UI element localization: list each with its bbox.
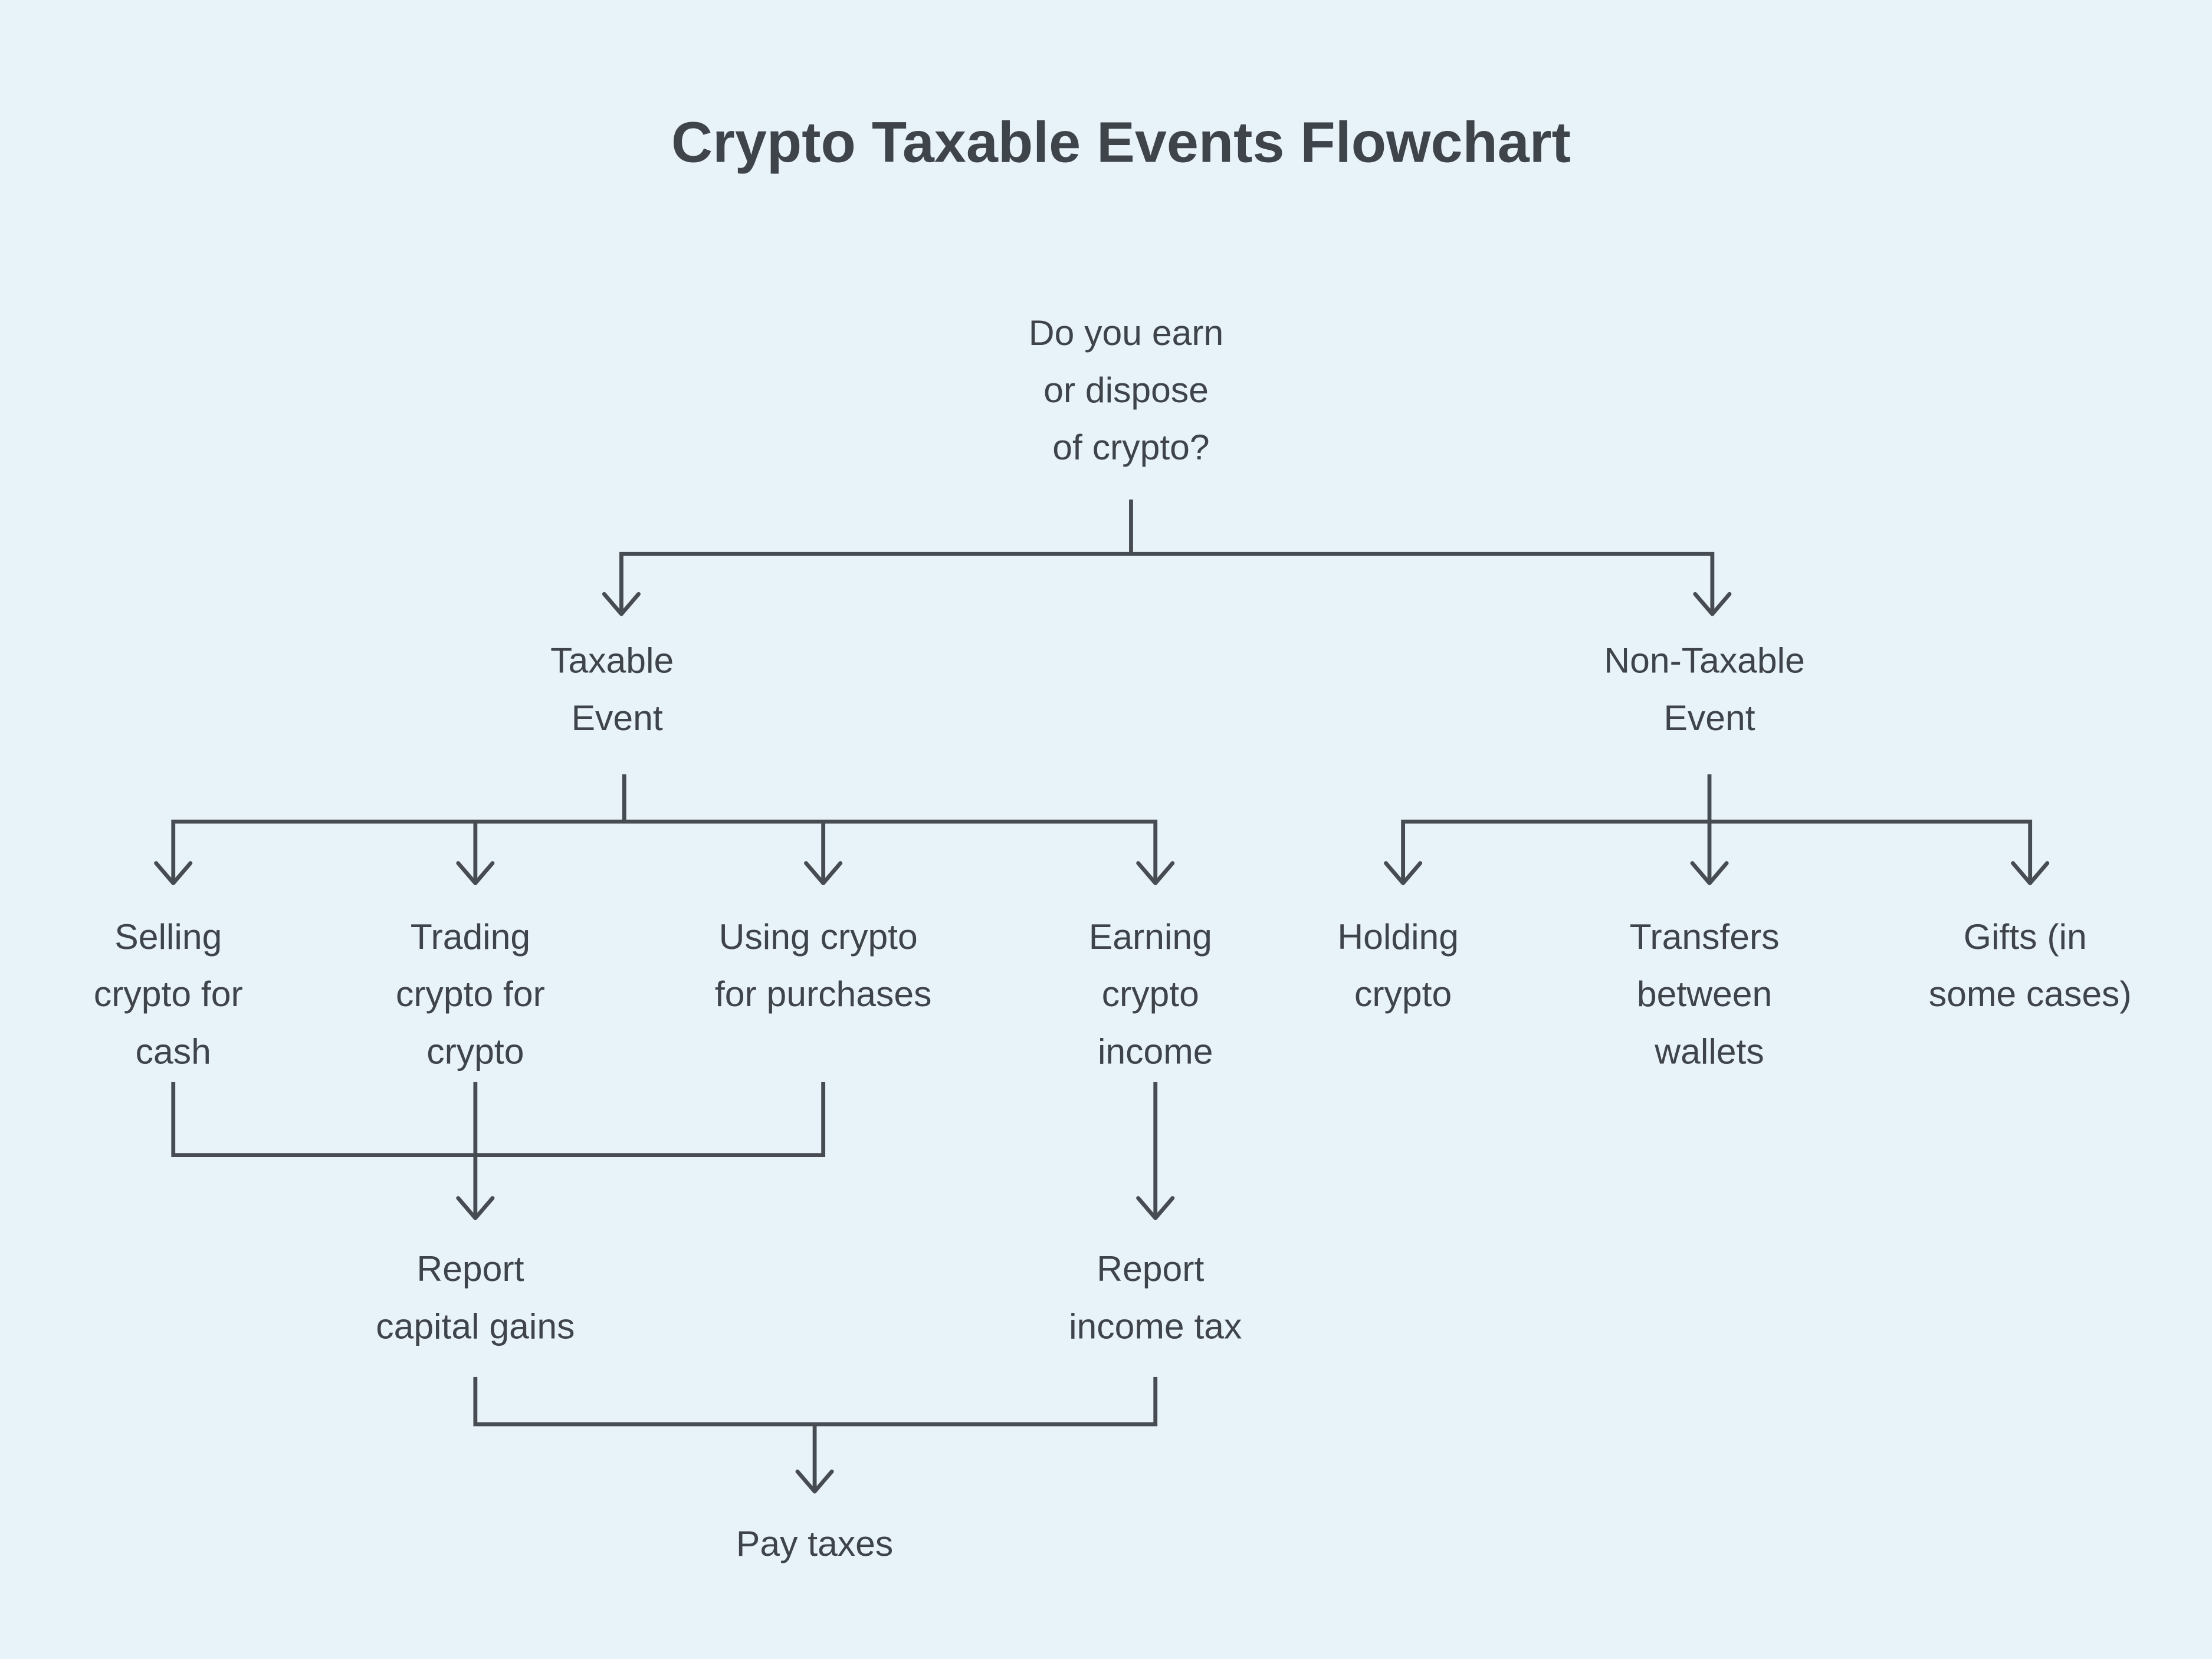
node-non-taxable-event: Non-Taxable Event <box>1604 640 1814 738</box>
arrowheads <box>154 592 2050 1494</box>
arrowhead-pay-taxes <box>795 1469 834 1494</box>
page-title: Crypto Taxable Events Flowchart <box>671 110 1571 174</box>
edge-capital-gains-merge-bar <box>171 1082 826 1158</box>
arrowhead-transfers <box>1690 861 1729 885</box>
node-trading-crypto-for-crypto: Trading crypto for crypto <box>396 916 555 1071</box>
node-pay-taxes: Pay taxes <box>736 1523 893 1563</box>
connector-lines <box>171 500 2033 1492</box>
node-selling-crypto-for-cash: Selling crypto for cash <box>94 916 253 1071</box>
node-report-capital-gains: Report capital gains <box>376 1249 575 1346</box>
arrowhead-report-income-tax <box>1136 1196 1175 1220</box>
node-holding-crypto: Holding crypto <box>1337 916 1469 1014</box>
arrowhead-gifts <box>2011 861 2050 885</box>
arrowhead-using <box>804 861 843 885</box>
arrowhead-trading <box>456 861 495 885</box>
node-gifts-in-some-cases: Gifts (in some cases) <box>1929 916 2132 1014</box>
node-report-income-tax: Report income tax <box>1069 1249 1242 1346</box>
node-using-crypto-for-purchases: Using crypto for purchases <box>715 916 932 1014</box>
arrowhead-taxable <box>602 592 641 616</box>
arrowhead-earning <box>1136 861 1175 885</box>
arrowhead-report-capital-gains <box>456 1196 495 1220</box>
node-transfers-between-wallets: Transfers between wallets <box>1630 916 1790 1071</box>
arrowhead-selling <box>154 861 193 885</box>
edge-pay-taxes-merge-bar <box>473 1377 1158 1427</box>
node-taxable-event: Taxable Event <box>550 640 684 738</box>
edge-branch-bar-level1 <box>619 551 1715 615</box>
edge-taxable-children-bar <box>171 819 1158 883</box>
node-earning-crypto-income: Earning crypto income <box>1089 916 1222 1071</box>
arrowhead-non-taxable <box>1693 592 1732 616</box>
arrowhead-holding <box>1384 861 1423 885</box>
node-root-question: Do you earn or dispose of crypto? <box>1029 313 1233 467</box>
edge-nontaxable-children-bar <box>1401 819 2033 883</box>
